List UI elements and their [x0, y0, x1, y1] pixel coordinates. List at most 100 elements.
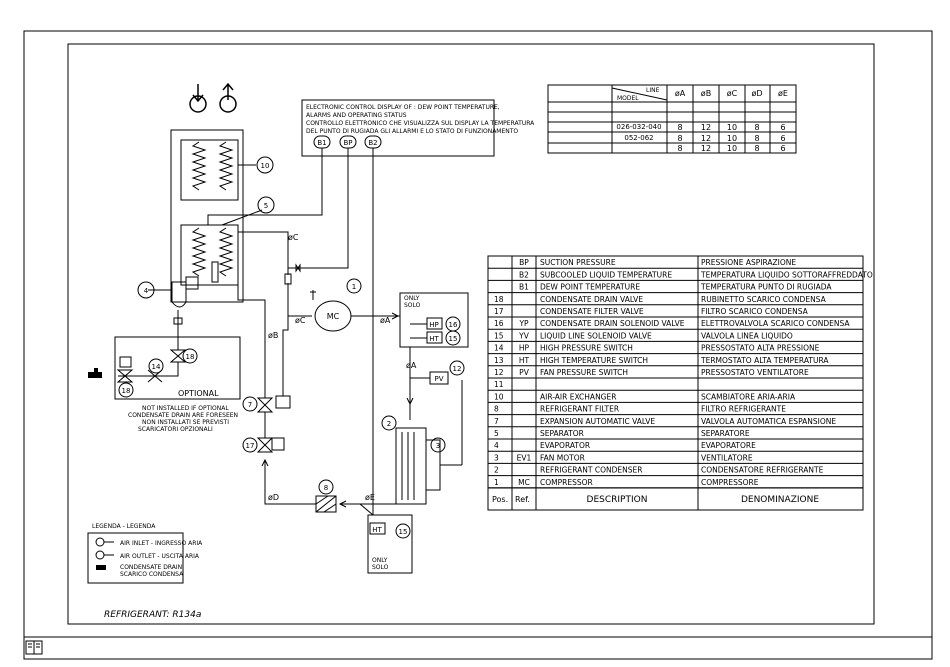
num-16: 18	[122, 387, 131, 395]
num-13-bottom: 15	[399, 528, 408, 536]
legend-cell-denomination: VALVOLA LINEA LIQUIDO	[701, 331, 793, 340]
svg-text:BP: BP	[343, 139, 352, 147]
label-c-bottom: øC	[295, 316, 306, 325]
legend-cell-pos: 11	[494, 380, 504, 389]
num-4: 5	[264, 202, 268, 210]
legend-cell-denomination: TEMPERATURA LIQUIDO SOTTORAFFREDDATO	[700, 270, 873, 279]
num-3: 3	[436, 442, 440, 450]
legend-cell-pos: 18	[494, 295, 504, 304]
num-1: 1	[352, 283, 356, 291]
num-18: 18	[186, 353, 195, 361]
label-e: øE	[365, 493, 375, 502]
footer-description: DESCRIPTION	[587, 495, 648, 505]
legend-cell-description: FAN MOTOR	[540, 453, 585, 462]
legend-cell-pos: 12	[494, 368, 504, 377]
label-d: øD	[268, 493, 279, 502]
col-header-c: øC	[727, 89, 738, 98]
col-header-a: øA	[675, 89, 686, 98]
air-inlet-icon	[189, 84, 207, 113]
legend-cell-pos: 10	[494, 392, 504, 401]
legend-cell-denomination: VALVOLA AUTOMATICA ESPANSIONE	[701, 417, 836, 426]
legend-cell-denomination: FILTRO REFRIGERANTE	[701, 405, 786, 414]
col-header-b: øB	[701, 89, 711, 98]
optional-note-2: CONDENSATE DRAIN ARE FORESEEN	[128, 412, 238, 419]
legend-cell-pos: 15	[494, 331, 504, 340]
legend-cell-pos: 17	[494, 307, 504, 316]
drawing-frame	[67, 43, 875, 625]
pipe-cell: 8	[754, 134, 759, 143]
legend-cell-description: SUBCOOLED LIQUID TEMPERATURE	[540, 270, 672, 279]
legend-cell-description: SUCTION PRESSURE	[540, 258, 616, 267]
book-icon	[25, 640, 43, 655]
refrigerant-schematic: 10 5 4 øC øC MC 1	[87, 82, 469, 620]
legend-condensate-1: CONDENSATE DRAIN	[120, 564, 182, 571]
legend-cell-denomination: RUBINETTO SCARICO CONDENSA	[701, 295, 827, 304]
legend-cell-ref: BP	[519, 258, 529, 267]
col-header-d: øD	[751, 89, 762, 98]
pv-switch: PV	[434, 375, 443, 383]
optional-note-4: SCARICATORI OPZIONALI	[138, 426, 213, 433]
legend-cell-pos: 8	[494, 405, 499, 414]
component-legend-table: BP SUCTION PRESSURE PRESSIONE ASPIRAZIONE B…	[487, 255, 873, 511]
pipe-cell: 12	[701, 123, 711, 132]
pipe-cell: 8	[754, 144, 759, 153]
legend-cell-description: REFRIGERANT CONDENSER	[540, 466, 642, 475]
pipe-row-model: 026-032-040	[616, 123, 661, 131]
footer-ref: Ref.	[515, 495, 530, 504]
pipe-cell: 8	[677, 134, 682, 143]
footer-denomination: DENOMINAZIONE	[741, 495, 819, 505]
pipe-cell: 6	[780, 134, 785, 143]
legend-cell-denomination: PRESSOSTATO ALTA PRESSIONE	[701, 344, 820, 353]
legend-cell-ref: B2	[519, 270, 529, 279]
legend-cell-description: HIGH TEMPERATURE SWITCH	[540, 356, 648, 365]
legend-cell-ref: B1	[519, 283, 529, 292]
legend-cell-pos: 13	[494, 356, 504, 365]
legend-title: LEGENDA - LEGENDA	[92, 523, 156, 530]
num-17: 14	[152, 363, 161, 371]
pipe-cell: 10	[727, 123, 737, 132]
optional-note-3: NON INSTALLATI SE PREVISTI	[142, 419, 229, 426]
legend-cell-denomination: ELETTROVALVOLA SCARICO CONDENSA	[701, 319, 850, 328]
control-display-box: ELECTRONIC CONTROL DISPLAY OF : DEW POIN…	[301, 99, 535, 157]
hp-switch: HP	[429, 321, 439, 329]
legend-cell-ref: YV	[518, 331, 530, 340]
legend-cell-description: CONDENSATE FILTER VALVE	[540, 307, 644, 316]
legend-cell-pos: 5	[494, 429, 499, 438]
compressor-mc: MC	[314, 300, 352, 332]
num-2: 2	[387, 420, 391, 428]
legend-cell-description: HIGH PRESSURE SWITCH	[540, 344, 633, 353]
legend-cell-description: EXPANSION AUTOMATIC VALVE	[540, 417, 655, 426]
legend-cell-description: DEW POINT TEMPERATURE	[540, 283, 640, 292]
num-13-top: 15	[449, 335, 458, 343]
legend-air-outlet: AIR OUTLET - USCITA ARIA	[120, 553, 200, 560]
table-corner-line: LINE	[646, 87, 660, 94]
legend-cell-denomination: VENTILATORE	[701, 453, 753, 462]
pipe-cell: 8	[677, 144, 682, 153]
legend-cell-denomination: PRESSOSTATO VENTILATORE	[701, 368, 809, 377]
legend-cell-ref: HP	[519, 344, 530, 353]
refrigerant-label: REFRIGERANT: R134a	[104, 610, 201, 620]
display-text-4: DEL PUNTO DI RUGIADA GLI ALLARMI E LO ST…	[306, 128, 518, 135]
display-text-2: ALARMS AND OPERATING STATUS	[306, 112, 407, 119]
footer-strip	[23, 636, 933, 660]
legend-cell-description: LIQUID LINE SOLENOID VALVE	[540, 331, 652, 340]
num-7: 7	[248, 401, 252, 409]
legend-cell-pos: 2	[494, 466, 499, 475]
pipe-cell: 6	[780, 144, 785, 153]
legend-cell-denomination: SEPARATORE	[701, 429, 750, 438]
label-a-condenser: øA	[406, 361, 417, 370]
only-label-bottom: ONLY	[372, 557, 388, 564]
pipe-cell: 6	[780, 123, 785, 132]
legend-cell-pos: 4	[494, 441, 499, 450]
pipe-cell: 10	[727, 134, 737, 143]
legend-cell-denomination: PRESSIONE ASPIRAZIONE	[701, 258, 796, 267]
sensor-bp: BP	[339, 135, 357, 149]
svg-text:B2: B2	[368, 139, 377, 147]
svg-text:B1: B1	[317, 139, 326, 147]
legend-cell-ref: PV	[519, 368, 530, 377]
legend-cell-denomination: SCAMBIATORE ARIA-ARIA	[701, 392, 796, 401]
col-header-e: øE	[778, 89, 788, 98]
pipe-cell: 12	[701, 144, 711, 153]
